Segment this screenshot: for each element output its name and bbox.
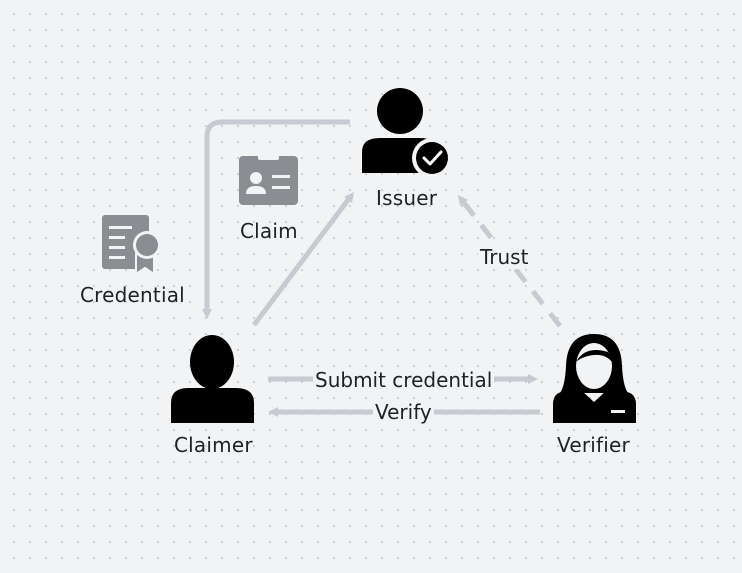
trust-label: Trust [478,245,531,269]
credential-connector [202,119,350,319]
issuer-label: Issuer [376,186,438,210]
claimer-label: Claimer [174,433,253,457]
claim-label: Claim [240,219,298,243]
submit-credential-label: Submit credential [313,368,495,392]
credential-label: Credential [80,283,185,307]
verifier-label: Verifier [557,433,630,457]
claim-connector [252,192,355,327]
verify-label: Verify [373,400,434,424]
